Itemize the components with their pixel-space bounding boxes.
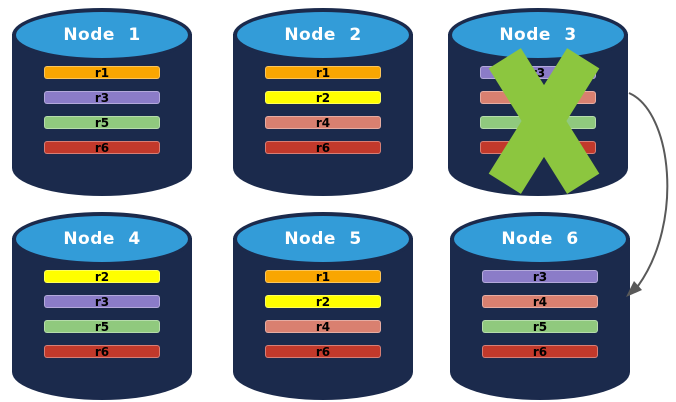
replica-bar: r5	[44, 320, 160, 333]
node-1-cylinder: Node 1 r1 r3 r5 r6	[12, 8, 192, 196]
replica-label: r5	[94, 115, 110, 130]
replica-label: r2	[315, 294, 331, 309]
replica-label: r4	[315, 115, 331, 130]
replica-label: r5	[532, 319, 548, 334]
replica-label: r1	[315, 65, 331, 80]
replica-bar: r3	[482, 270, 598, 283]
node-title: Node 1	[63, 25, 141, 45]
replica-label: r4	[532, 294, 548, 309]
replica-bar: r6	[482, 345, 598, 358]
replica-bar: r2	[265, 91, 381, 104]
node-3-cylinder: Node 3 r3 r4 r5 r6	[448, 8, 628, 196]
replica-list: r3 r4 r5 r6	[482, 270, 598, 358]
cylinder-top: Node 3	[448, 8, 628, 62]
replica-label: r2	[315, 90, 331, 105]
replica-list: r1 r3 r5 r6	[44, 66, 160, 154]
replica-list: r2 r3 r5 r6	[44, 270, 160, 358]
node-title: Node 6	[501, 229, 579, 249]
replica-bar: r1	[265, 66, 381, 79]
cylinder-top: Node 4	[12, 212, 192, 266]
replica-bar: r1	[44, 66, 160, 79]
replica-label: r5	[94, 319, 110, 334]
replica-bar: r3	[44, 295, 160, 308]
node-5-cylinder: Node 5 r1 r2 r4 r6	[233, 212, 413, 400]
node-title: Node 4	[63, 229, 141, 249]
replica-label: r6	[532, 344, 548, 359]
node-title: Node 2	[284, 25, 362, 45]
cylinder-top: Node 1	[12, 8, 192, 62]
replica-label: r6	[94, 140, 110, 155]
replica-bar: r2	[265, 295, 381, 308]
failure-x-mark	[448, 8, 628, 196]
cylinder-top: Node 5	[233, 212, 413, 266]
replica-bar: r6	[44, 141, 160, 154]
replica-list: r1 r2 r4 r6	[265, 66, 381, 154]
replica-label: r3	[94, 90, 110, 105]
cylinder-top: Node 2	[233, 8, 413, 62]
replica-label: r3	[94, 294, 110, 309]
node-title: Node 5	[284, 229, 362, 249]
replica-label: r6	[315, 140, 331, 155]
cylinder-top: Node 6	[450, 212, 630, 266]
replica-label: r1	[94, 65, 110, 80]
replica-bar: r6	[44, 345, 160, 358]
node-6-cylinder: Node 6 r3 r4 r5 r6	[450, 212, 630, 400]
replica-label: r2	[94, 269, 110, 284]
replica-bar: r6	[265, 141, 381, 154]
replica-label: r6	[315, 344, 331, 359]
replica-bar: r4	[482, 295, 598, 308]
replica-bar: r1	[265, 270, 381, 283]
node-4-cylinder: Node 4 r2 r3 r5 r6	[12, 212, 192, 400]
replica-bar: r6	[265, 345, 381, 358]
replica-bar: r2	[44, 270, 160, 283]
replica-list: r1 r2 r4 r6	[265, 270, 381, 358]
replica-bar: r4	[265, 116, 381, 129]
node-title: Node 3	[499, 25, 577, 45]
replica-label: r3	[532, 269, 548, 284]
replica-bar: r3	[44, 91, 160, 104]
node-2-cylinder: Node 2 r1 r2 r4 r6	[233, 8, 413, 196]
replica-bar: r5	[482, 320, 598, 333]
replica-label: r4	[315, 319, 331, 334]
replica-label: r6	[94, 344, 110, 359]
replica-label: r1	[315, 269, 331, 284]
arrow-curve	[628, 92, 669, 287]
replica-bar: r4	[265, 320, 381, 333]
replica-bar: r5	[44, 116, 160, 129]
